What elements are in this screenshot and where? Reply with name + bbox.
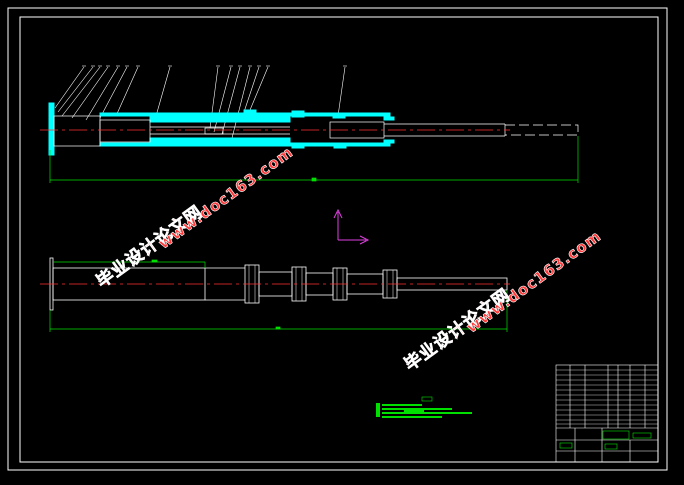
top-dimension	[49, 136, 579, 183]
cylinder-body	[48, 102, 395, 156]
top-assembly-view	[40, 65, 579, 183]
bottom-dimension	[49, 259, 508, 332]
bottom-part-view	[40, 257, 510, 332]
cylinder-outline	[53, 115, 579, 147]
drawing-frame	[7, 7, 668, 471]
technical-notes	[376, 396, 472, 418]
title-block	[555, 364, 659, 463]
ucs-icon	[333, 208, 370, 245]
